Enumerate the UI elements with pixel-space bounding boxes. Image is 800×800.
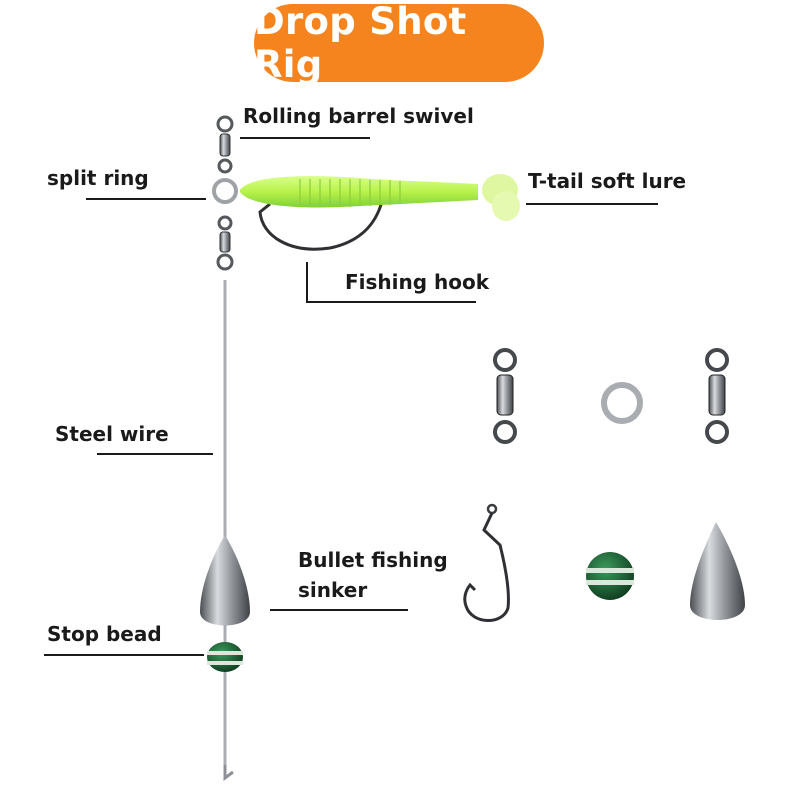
bullet-fishing-sinker-label-line1: Bullet fishing [298,548,448,572]
parts-split-ring-icon [601,382,643,424]
title-banner: Drop Shot Rig [254,0,544,86]
t-tail-soft-lure-leader [526,203,658,205]
parts-stop-bead-icon [586,552,634,600]
lower-rolling-swivel-icon [216,215,234,271]
stop-bead-label: Stop bead [47,622,162,646]
wire-end-hook [223,765,234,781]
bullet-fishing-sinker-leader [270,609,408,611]
rig-stop-bead-icon [207,642,243,672]
steel-wire-leader [97,453,213,455]
split-ring-label: split ring [47,166,149,190]
fishing-hook-label: Fishing hook [345,270,490,294]
parts-rolling-swivel-left-icon [493,348,517,444]
stop-bead-leader [44,654,204,656]
bullet-fishing-sinker-label-line2: sinker [298,578,368,602]
parts-rolling-swivel-right-icon [705,348,729,444]
t-tail-soft-lure-label: T-tail soft lure [528,169,687,193]
parts-fishing-hook-icon [463,503,510,622]
steel-wire-label: Steel wire [55,422,169,446]
split-ring-leader [86,198,206,200]
fishing-hook-leader-horizontal [306,301,476,303]
top-rolling-swivel-icon [216,115,234,174]
fishing-hook-leader-vertical [306,262,308,302]
t-tail-soft-lure-icon [240,174,520,221]
rig-bullet-sinker-icon [200,535,250,626]
parts-bullet-sinker-icon [690,522,745,620]
rig-fishing-hook-icon [258,184,387,251]
rolling-barrel-swivel-leader [240,137,370,139]
rig-split-ring-icon [212,178,238,204]
title-text: Drop Shot Rig [254,0,467,86]
rolling-barrel-swivel-label: Rolling barrel swivel [243,104,474,128]
